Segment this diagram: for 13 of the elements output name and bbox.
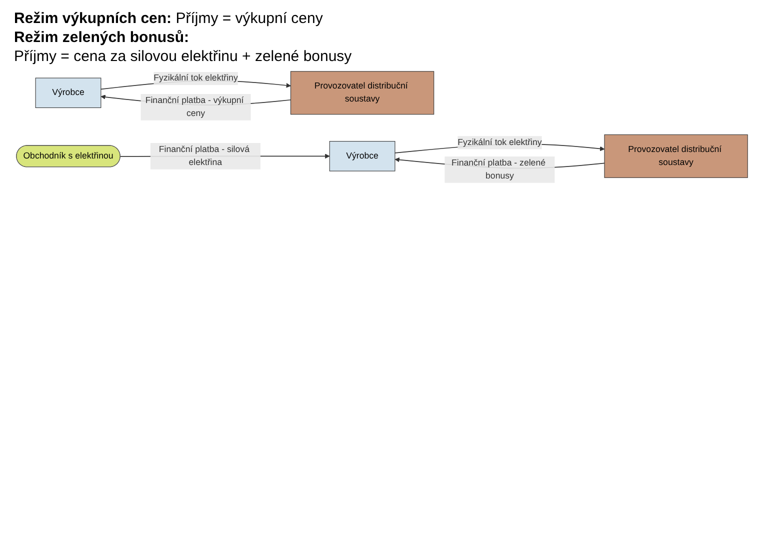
formula-text: Příjmy = výkupní ceny <box>176 10 323 27</box>
edge-label: Fyzikální tok elektřiny <box>458 138 542 148</box>
node-box: Provozovatel distribuční soustavy <box>290 71 434 115</box>
edge-label: Finanční platba - výkupní ceny <box>145 96 244 118</box>
edge-label: Fyzikální tok elektřiny <box>154 74 238 83</box>
section-heading: Režim výkupních cen: <box>14 10 172 27</box>
edge-label: Finanční platba - zelené bonusy <box>452 158 546 181</box>
node-box: Výrobce <box>35 78 102 108</box>
formula-text: Příjmy = cena za silovou elektřinu + zelené bonusy <box>14 48 352 65</box>
section-heading: Režim zelených bonusů: <box>14 29 190 46</box>
node-box: Provozovatel distribuční soustavy <box>604 134 748 178</box>
node-box: Výrobce <box>329 141 396 172</box>
edge-label: Finanční platba - silová elektřina <box>158 144 250 168</box>
